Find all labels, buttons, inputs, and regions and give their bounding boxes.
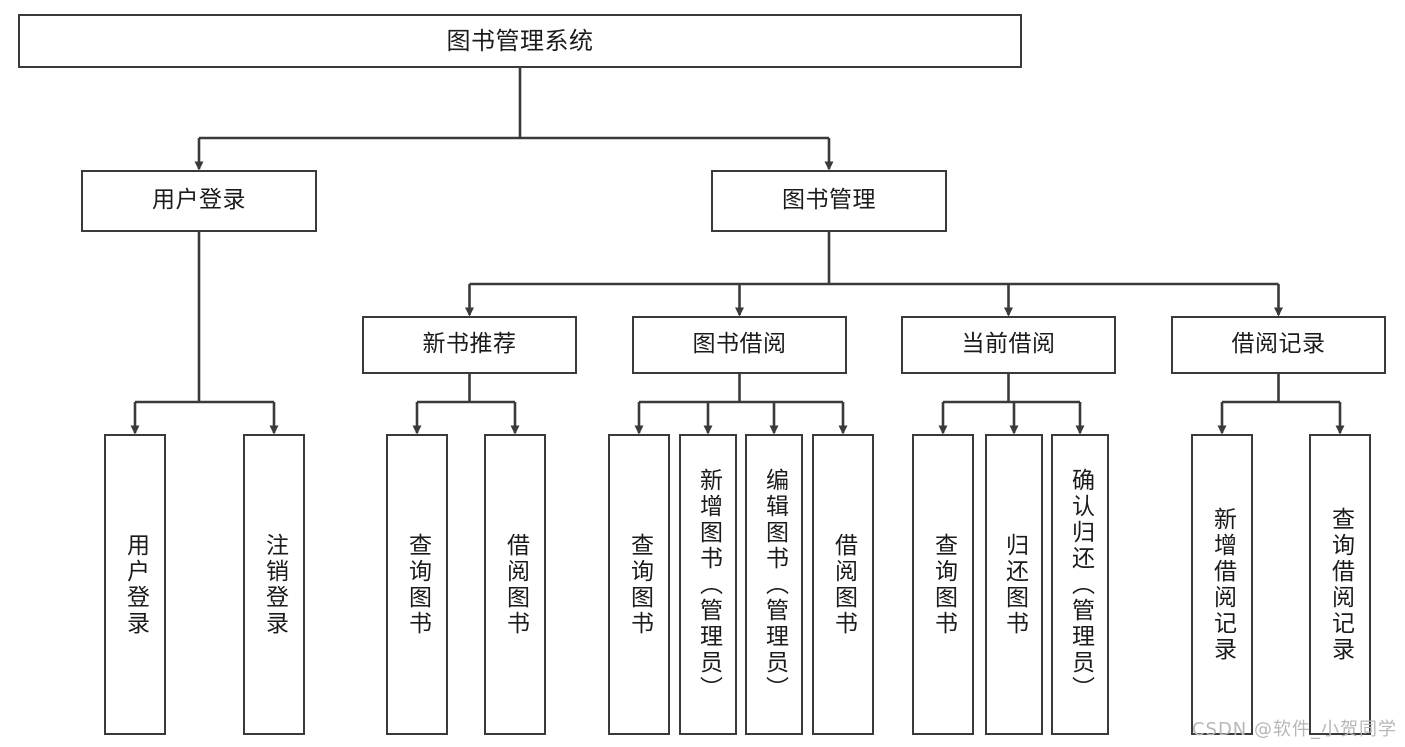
node-leaf-query-book-new[interactable]: 查询图书 (386, 434, 448, 735)
node-leaf-return-book[interactable]: 归还图书 (985, 434, 1043, 735)
node-root-label: 图书管理系统 (446, 26, 594, 55)
node-borrow-records[interactable]: 借阅记录 (1171, 316, 1386, 374)
node-leaf-user-login[interactable]: 用户登录 (104, 434, 166, 735)
node-book-management[interactable]: 图书管理 (711, 170, 947, 232)
node-leaf-add-borrow-record[interactable]: 新增借阅记录 (1191, 434, 1253, 735)
node-leaf-confirm-return-admin[interactable]: 确认归还（管理员） (1051, 434, 1109, 735)
node-leaf-borrow-book-new[interactable]: 借阅图书 (484, 434, 546, 735)
node-leaf-edit-book-admin[interactable]: 编辑图书（管理员） (745, 434, 803, 735)
node-book-borrow-label: 图书借阅 (692, 331, 787, 358)
node-leaf-query-book-borrow[interactable]: 查询图书 (608, 434, 670, 735)
node-leaf-query-borrow-record-label: 查询借阅记录 (1327, 506, 1354, 663)
node-leaf-add-book-admin[interactable]: 新增图书（管理员） (679, 434, 737, 735)
node-root[interactable]: 图书管理系统 (18, 14, 1022, 68)
node-user-login-label: 用户登录 (152, 187, 246, 214)
node-leaf-edit-book-admin-label: 编辑图书（管理员） (761, 467, 788, 702)
node-leaf-borrow-book-new-label: 借阅图书 (502, 532, 529, 637)
node-new-book-recommend-label: 新书推荐 (422, 331, 517, 358)
connector-edges (130, 68, 1345, 435)
node-leaf-query-book-current[interactable]: 查询图书 (912, 434, 974, 735)
node-leaf-confirm-return-admin-label: 确认归还（管理员） (1067, 467, 1094, 702)
node-leaf-query-book-current-label: 查询图书 (930, 532, 957, 637)
watermark-text: CSDN @软件_小贺同学 (1191, 719, 1397, 740)
node-current-borrow[interactable]: 当前借阅 (901, 316, 1116, 374)
node-leaf-query-book-borrow-label: 查询图书 (626, 532, 653, 637)
node-book-borrow[interactable]: 图书借阅 (632, 316, 847, 374)
node-user-login[interactable]: 用户登录 (81, 170, 317, 232)
node-leaf-borrow-book[interactable]: 借阅图书 (812, 434, 874, 735)
node-leaf-query-borrow-record[interactable]: 查询借阅记录 (1309, 434, 1371, 735)
node-leaf-add-book-admin-label: 新增图书（管理员） (695, 467, 722, 702)
node-leaf-add-borrow-record-label: 新增借阅记录 (1209, 506, 1236, 663)
node-current-borrow-label: 当前借阅 (961, 331, 1056, 358)
node-new-book-recommend[interactable]: 新书推荐 (362, 316, 577, 374)
node-book-management-label: 图书管理 (782, 187, 876, 214)
node-leaf-borrow-book-label: 借阅图书 (830, 532, 857, 637)
node-borrow-records-label: 借阅记录 (1231, 331, 1326, 358)
node-leaf-logout-label: 注销登录 (261, 532, 288, 637)
node-leaf-return-book-label: 归还图书 (1001, 532, 1028, 637)
node-leaf-query-book-new-label: 查询图书 (404, 532, 431, 637)
node-leaf-logout[interactable]: 注销登录 (243, 434, 305, 735)
node-leaf-user-login-label: 用户登录 (122, 532, 149, 637)
